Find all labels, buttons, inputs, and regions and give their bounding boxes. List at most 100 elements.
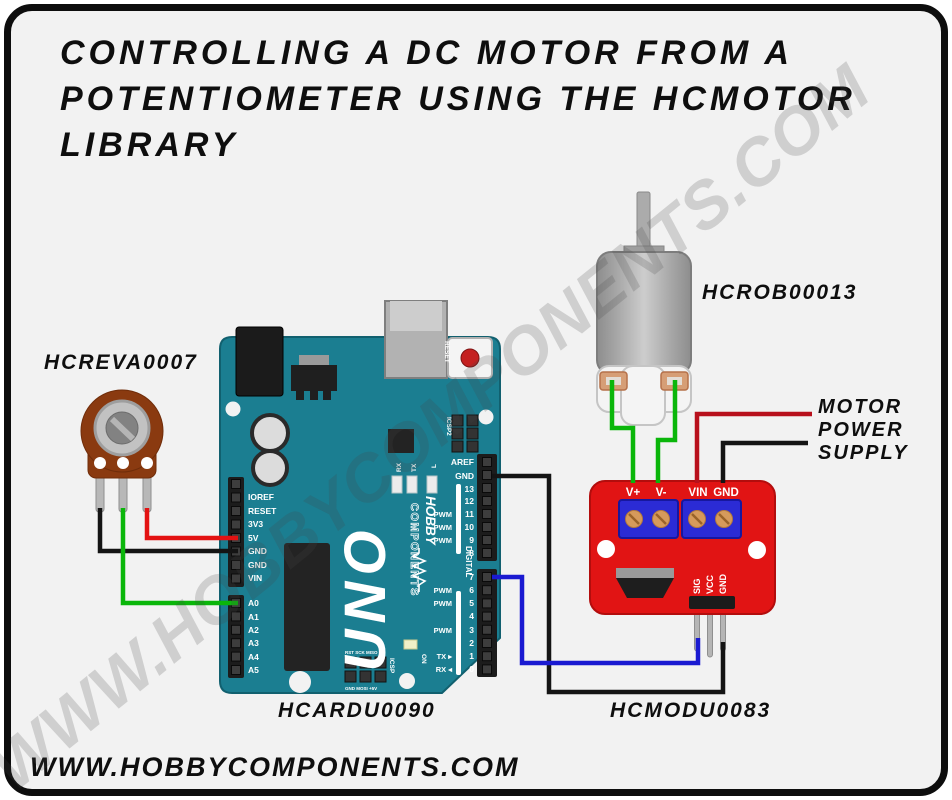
pin-hole [231,573,241,584]
potentiometer [80,389,164,513]
pin-label: 13 [465,484,475,494]
mosfet-body [616,578,674,598]
wires [97,380,812,695]
pin-hole [231,665,241,675]
pot-shaft-slot [109,416,136,442]
title-line-2: POTENTIOMETER USING THE HCMOTOR [60,80,856,118]
pin-hole [482,535,492,545]
regulator-leg [296,391,304,400]
pin-label: 4 [469,611,474,621]
title-line-1: CONTROLLING A DC MOTOR FROM A [60,34,793,72]
brand-hobby: HOBBY [423,496,438,547]
icsp2-header [451,414,479,453]
tx-led-label: TX [411,463,418,472]
dc-motor [596,191,692,426]
supply-gnd-wire [720,440,808,483]
arduino-board: RESET ICSP2 [219,300,501,694]
pin-hole [482,522,492,532]
pin-label: IOREF [248,492,274,502]
on-led [403,639,418,650]
pin-hole [231,519,241,530]
terminal-label: VIN [688,487,707,499]
pot-pin-hole [94,457,106,469]
motor-center-tab [620,365,666,426]
icsp-header [344,656,387,683]
pin-label: 0 [469,664,474,674]
pin-label: A2 [248,625,259,635]
pin-hole [482,611,492,622]
capacitor [251,449,289,487]
pin-label: VIN [248,573,262,583]
regulator-leg [310,391,318,400]
pin-label: A1 [248,612,259,622]
page-title: CONTROLLING A DC MOTOR FROM A POTENTIOME… [60,30,856,168]
l-led [426,475,438,494]
pot-5v-wire [144,508,238,541]
reset-silkscreen: RESET [443,341,450,363]
module-pin-label: VCC [705,574,715,594]
power-pin-strip [228,477,244,587]
rx-led-label: RX [396,462,403,472]
pin-label: 6 [469,585,474,595]
capacitor [250,413,290,453]
pin-hole [231,611,241,622]
pin-hole [482,470,492,480]
pin-hole [482,585,492,596]
mcu-chip [284,543,330,671]
mosfet-tab [616,568,674,578]
silkscreen-bar [456,484,461,554]
pin-label: 7 [469,572,474,582]
digital-pin-strip-upper [477,454,497,561]
terminal-label: V+ [626,487,641,499]
pin-hole [482,509,492,519]
regulator-leg [323,391,331,400]
pin-hole [231,479,241,489]
pin-hole [482,664,492,675]
mounting-hole [399,673,415,689]
pwm-label: PWM [434,599,452,608]
driver-module-label: HCMODU0083 [610,699,772,722]
power-supply-line-2: POWER [818,419,904,441]
mounting-hole [597,540,615,558]
power-jack [235,326,284,397]
resistor-symbol [410,548,428,592]
pin-hole [482,572,492,582]
arduino-label: HCARDU0090 [278,699,436,722]
module-pin-label: SIG [692,578,702,594]
pin-label: AREF [451,457,474,467]
motor-terminal-block [618,499,679,539]
potentiometer-label: HCREVA0007 [44,351,198,374]
silkscreen-bar [456,591,461,675]
pin-hole [231,624,241,635]
pot-gnd-wire [97,508,238,554]
power-supply-line-3: SUPPLY [818,442,909,464]
icsp-silkscreen: ICSP [388,658,395,674]
power-supply-label: MOTOR POWER SUPPLY [818,396,909,465]
pin-hole [482,496,492,506]
pwm-label: PWM [434,626,452,635]
terminal-label: GND [713,487,739,499]
motor-driver-module: V+ V- VIN GND SIG VCC GND [589,480,776,658]
pin-hole [482,598,492,609]
mounting-hole [478,409,494,425]
pwm-label: PWM [434,586,452,595]
regulator-body [291,365,337,391]
pin-hole [482,651,492,662]
module-pin-label: GND [718,574,728,595]
motor-body [596,251,692,375]
pin-label: 10 [465,522,475,532]
pin-label: A3 [248,638,259,648]
pin-label: RESET [248,506,277,516]
signal-wire-pin7 [492,574,701,666]
regulator-tab [299,355,329,367]
pin-label: 9 [469,535,474,545]
pwm-label: PWM [434,523,452,532]
supply-vin-wire [694,411,812,483]
pin-label: A5 [248,665,259,675]
module-pin-header [689,596,735,609]
pin-label: GND [455,471,474,481]
pin-label: 8 [469,548,474,558]
reset-button-cap [460,348,480,368]
terminal-label: V- [656,487,667,499]
